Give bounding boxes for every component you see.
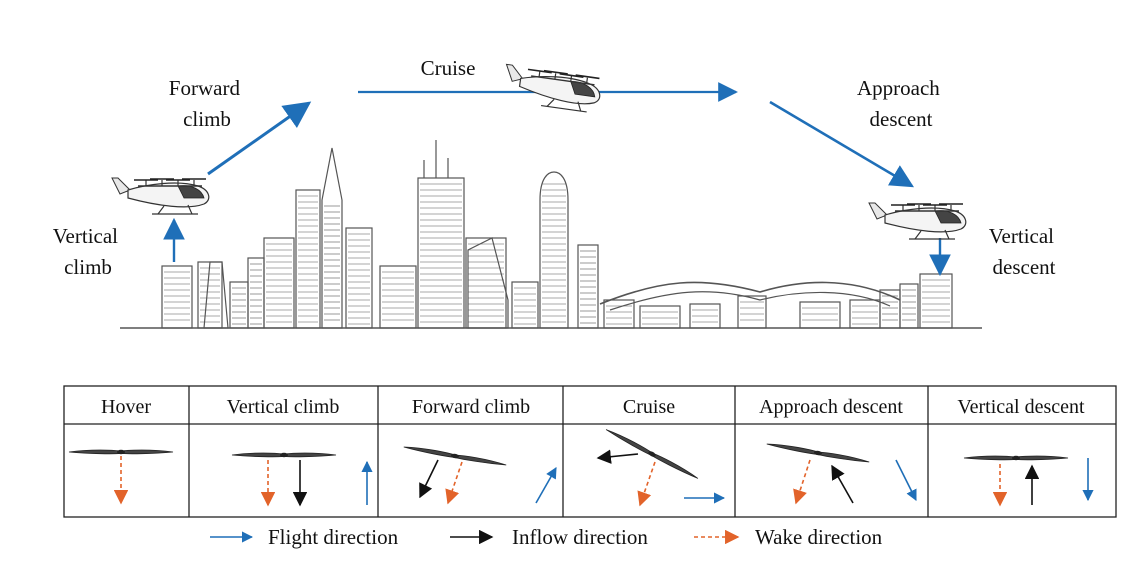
label-cruise: Cruise	[421, 56, 476, 80]
skyline-shape	[321, 147, 343, 329]
label-vertical-descent: Vertical descent	[989, 224, 1060, 279]
inflow-arrow	[596, 449, 639, 464]
rotor-blade-icon	[231, 452, 337, 458]
flight-arrow	[535, 467, 557, 504]
rotor-blade-icon	[68, 449, 174, 455]
legend-inflow-label: Inflow direction	[512, 525, 648, 549]
aircraft-forward-climb-icon	[111, 177, 210, 215]
legend: Flight direction Inflow direction Wake d…	[210, 525, 883, 549]
legend-wake-label: Wake direction	[755, 525, 883, 549]
header-approach-descent: Approach descent	[759, 396, 903, 418]
skyline-shape	[467, 237, 509, 329]
wake-arrow	[793, 459, 811, 505]
skyline-shape	[379, 265, 417, 329]
cell-vertical-climb	[231, 452, 373, 507]
cell-vertical-descent	[963, 455, 1094, 507]
wake-arrow	[637, 461, 656, 507]
skyline-shape	[799, 301, 841, 329]
rotor-blade-icon	[765, 441, 871, 465]
aircraft-vertical-descent-icon	[868, 202, 967, 240]
label-vertical-climb: Vertical climb	[53, 224, 124, 279]
skyline-shape	[577, 244, 599, 329]
skyline-shape	[203, 261, 229, 329]
header-forward-climb: Forward climb	[412, 396, 530, 418]
header-vertical-climb: Vertical climb	[227, 396, 340, 418]
label-approach-descent: Approach descent	[857, 76, 945, 131]
rotor-blade-icon	[402, 444, 508, 468]
skyline-shape	[511, 281, 539, 329]
label-forward-climb: Forward climb	[169, 76, 245, 131]
skyline-shape	[295, 189, 321, 329]
flight-arrow	[895, 459, 917, 502]
skyline-shape	[229, 281, 249, 329]
inflow-arrow	[831, 464, 854, 504]
inflow-arrow	[419, 459, 439, 499]
skyline-shape	[609, 291, 891, 311]
skyline-shape	[345, 227, 373, 329]
header-hover: Hover	[101, 396, 151, 418]
skyline-shape	[737, 295, 767, 329]
skyline-shape	[639, 305, 681, 329]
cell-hover	[68, 449, 174, 505]
skyline-shape	[247, 257, 265, 329]
header-cruise: Cruise	[623, 396, 675, 418]
skyline-shape	[417, 177, 465, 329]
table-headers: Hover Vertical climb Forward climb Cruis…	[101, 396, 1085, 418]
rotor-blade-icon	[963, 455, 1069, 461]
approach-descent-arrow	[769, 100, 915, 188]
forward-climb-arrow	[207, 101, 312, 176]
skyline-shape	[465, 237, 507, 329]
skyline-shape	[423, 140, 449, 178]
skyline-shape	[197, 261, 223, 329]
header-vertical-descent: Vertical descent	[957, 396, 1085, 418]
wake-arrow	[445, 461, 463, 505]
skyline-shape	[899, 283, 919, 329]
skyline-shape	[599, 281, 901, 305]
skyline-shape	[263, 237, 295, 329]
legend-flight-label: Flight direction	[268, 525, 399, 549]
aircraft-cruise-icon	[500, 63, 604, 115]
cell-forward-climb	[402, 444, 557, 505]
skyline-shape	[919, 273, 953, 329]
cell-cruise	[596, 427, 726, 507]
skyline-shape	[539, 171, 569, 329]
city-skyline-illustration	[120, 140, 982, 329]
cell-approach-descent	[765, 441, 917, 505]
flight-path	[163, 82, 951, 277]
phase-table	[63, 385, 1117, 518]
skyline-shape	[161, 265, 193, 329]
